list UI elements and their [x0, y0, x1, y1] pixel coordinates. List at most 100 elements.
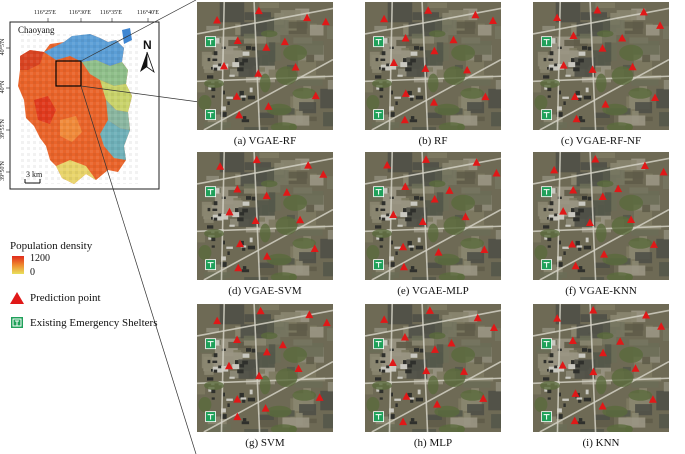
- prediction-point-icon: [236, 239, 245, 248]
- prediction-point-icon: [558, 361, 567, 369]
- prediction-point-icon: [631, 364, 640, 372]
- prediction-point-icon: [233, 395, 242, 403]
- prediction-point-icon: [213, 316, 222, 325]
- prediction-point-icon: [589, 306, 598, 314]
- prediction-point-icon: [225, 207, 234, 216]
- prediction-point-icon: [310, 244, 319, 252]
- prediction-point-icon: [599, 348, 608, 357]
- shelter-icon: [205, 259, 217, 271]
- prediction-point-icon: [421, 64, 430, 72]
- prediction-point-icon: [553, 314, 562, 322]
- prediction-point-icon: [571, 389, 580, 397]
- prediction-point-icon: [282, 188, 291, 196]
- shelter-icon: [373, 109, 385, 121]
- prediction-point-icon: [294, 364, 303, 372]
- prediction-point-icon: [389, 210, 398, 218]
- prediction-point-icon: [388, 358, 397, 366]
- shelter-icon: [541, 259, 553, 271]
- prediction-point-icon: [383, 161, 392, 169]
- shelter-icon: [205, 411, 217, 423]
- prediction-point-icon: [400, 333, 409, 341]
- panel-caption: (c) VGAE-RF-NF: [560, 135, 642, 147]
- shelter-icon: [373, 186, 385, 198]
- prediction-point-icon: [252, 155, 261, 164]
- lat-tick-label: 40°N: [0, 80, 6, 94]
- satellite-panel: [533, 152, 669, 280]
- prediction-point-icon: [254, 69, 263, 77]
- prediction-point-icon: [640, 161, 649, 169]
- prediction-point-icon: [568, 336, 577, 345]
- prediction-point-icon: [399, 242, 408, 251]
- prediction-point-icon: [559, 207, 568, 215]
- prediction-point-icon: [430, 46, 439, 55]
- prediction-point-icon: [232, 92, 241, 100]
- prediction-point-icon: [233, 412, 242, 421]
- shelter-icon: [541, 36, 553, 48]
- prediction-point-icon: [639, 7, 648, 16]
- prediction-point-icon: [261, 404, 270, 412]
- prediction-point-icon: [598, 402, 607, 410]
- satellite-panel: [365, 304, 501, 432]
- prediction-point-icon: [422, 155, 431, 163]
- legend-min: 0: [30, 267, 35, 278]
- prediction-point-icon: [254, 6, 263, 15]
- panel-caption: (d) VGAE-SVM: [228, 285, 302, 297]
- prediction-point-icon: [600, 250, 609, 258]
- prediction-point-icon: [264, 102, 273, 110]
- satellite-panel: [365, 152, 501, 280]
- shelter-icon: [541, 338, 553, 350]
- prediction-point-icon: [649, 240, 658, 248]
- scale-label: 3 km: [26, 170, 43, 179]
- prediction-point-icon: [380, 14, 389, 23]
- prediction-point-icon: [433, 400, 442, 408]
- lon-tick-label: 116°35'E: [100, 10, 122, 16]
- prediction-point-icon: [233, 335, 242, 344]
- prediction-point-icon: [642, 310, 651, 319]
- shelter-legend-label: Existing Emergency Shelters: [30, 317, 158, 329]
- prediction-point-icon: [213, 15, 222, 24]
- prediction-point-icon: [262, 43, 271, 51]
- shelter-icon: [373, 411, 385, 423]
- shelter-icon: [373, 36, 385, 48]
- lon-tick-label: 116°30'E: [69, 10, 91, 16]
- prediction-point-icon: [481, 92, 490, 101]
- prediction-point-icon: [460, 367, 469, 375]
- prediction-point-icon: [571, 261, 580, 270]
- shelter-icon: [205, 186, 217, 198]
- lon-tick-label: 116°25'E: [34, 10, 56, 16]
- prediction-point-icon: [553, 13, 562, 22]
- prediction-point-icon: [233, 185, 242, 193]
- prediction-point-icon: [425, 306, 434, 314]
- satellite-panel: [197, 304, 333, 432]
- panel-caption: (e) VGAE-MLP: [397, 285, 469, 297]
- north-label: N: [143, 38, 152, 52]
- prediction-point-icon: [559, 61, 568, 69]
- scale-bar: [24, 179, 41, 184]
- prediction-point-icon: [550, 165, 559, 174]
- satellite-panel: [197, 2, 333, 130]
- prediction-point-icon: [430, 345, 439, 353]
- lat-tick-label: 40°5'N: [0, 38, 6, 56]
- prediction-point-icon: [569, 186, 578, 194]
- prediction-point-icon: [593, 5, 602, 14]
- prediction-point-icon: [471, 10, 480, 19]
- overview-layer: [6, 0, 200, 454]
- prediction-point-icon: [224, 361, 233, 370]
- shelter-icon: [373, 259, 385, 271]
- prediction-point-icon: [461, 212, 470, 221]
- panel-caption: (i) KNN: [582, 437, 620, 449]
- prediction-point-icon: [479, 394, 488, 402]
- lon-tick-label: 116°40'E: [137, 10, 159, 16]
- prediction-point-icon: [401, 182, 410, 191]
- prediction-point-icon: [402, 392, 411, 400]
- prediction-point-icon: [480, 245, 489, 253]
- prediction-point-icon: [569, 31, 578, 40]
- legend-gradient: [12, 256, 24, 274]
- satellite-panel: [197, 152, 333, 280]
- prediction-point-icon: [322, 318, 331, 327]
- prediction-point-icon: [304, 161, 313, 169]
- shelter-icon: [541, 109, 553, 121]
- prediction-point-icon: [424, 6, 433, 14]
- prediction-point-icon: [628, 62, 637, 71]
- district-label: Chaoyang: [18, 25, 55, 35]
